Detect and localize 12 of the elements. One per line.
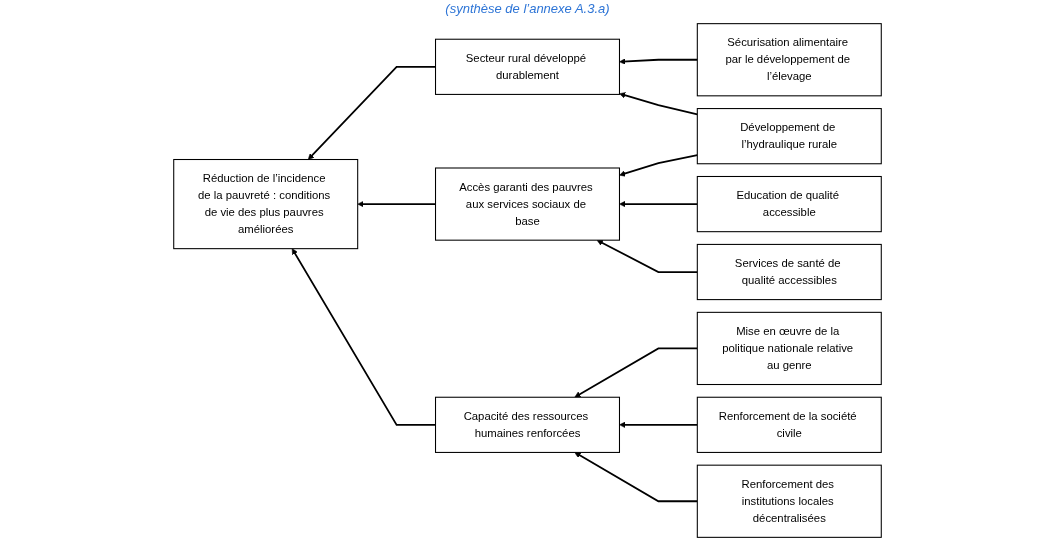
node-box: Réduction de l’incidence de la pauvreté : conditions de vie des plus pauvres améliorées xyxy=(173,159,359,250)
node-box: Développement de l’hydraulique rurale xyxy=(696,108,882,165)
node-box: Mise en œuvre de la politique nationale relative au genre xyxy=(696,311,882,386)
caption: (synthèse de l’annexe A.3.a) xyxy=(444,0,611,18)
node-box: Education de qualité accessible xyxy=(696,175,882,233)
node-box: Services de santé de qualité accessibles xyxy=(696,243,882,301)
node-box: Capacité des ressources humaines renforcées xyxy=(435,396,620,453)
node-box: Sécurisation alimentaire par le développement de l’élevage xyxy=(696,23,882,97)
node-box: Secteur rural développé durablement xyxy=(435,38,620,95)
node-box: Renforcement de la société civile xyxy=(696,396,882,453)
node-box: Accès garanti des pauvres aux services sociaux de base xyxy=(435,167,620,241)
node-box: Renforcement des institutions locales décentralisées xyxy=(696,464,882,538)
